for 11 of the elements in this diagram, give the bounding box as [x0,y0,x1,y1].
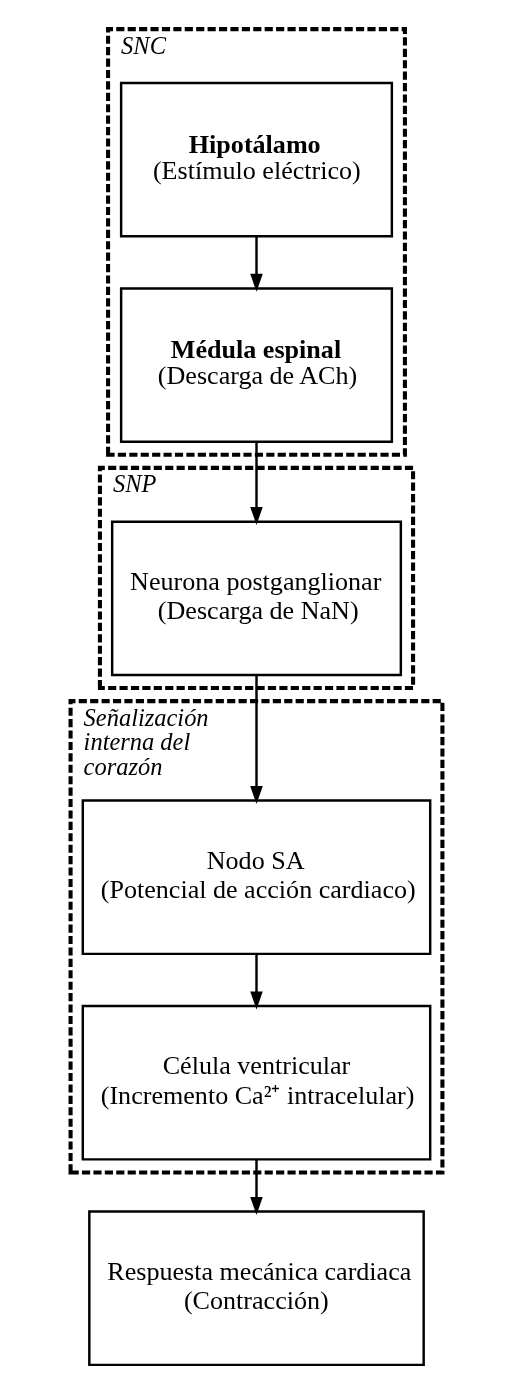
arrow [249,954,263,1010]
node-box: Médula espinal (Descarga de ACh) [119,287,393,443]
node-box: Célula ventricular (Incremento Ca²⁺ intracelular) [81,1004,431,1161]
node-box: Neurona postganglionar (Descarga de NaN) [110,520,402,677]
arrow [249,675,263,805]
arrow [249,1159,263,1215]
node-box: Respuesta mecánica cardiaca (Contracción) [87,1210,425,1367]
node-box: Hipotálamo (Estímulo eléctrico) [119,81,393,238]
arrow [249,236,263,292]
arrow [249,442,263,525]
node-box: Nodo SA (Potencial de acción cardiaco) [81,799,431,956]
